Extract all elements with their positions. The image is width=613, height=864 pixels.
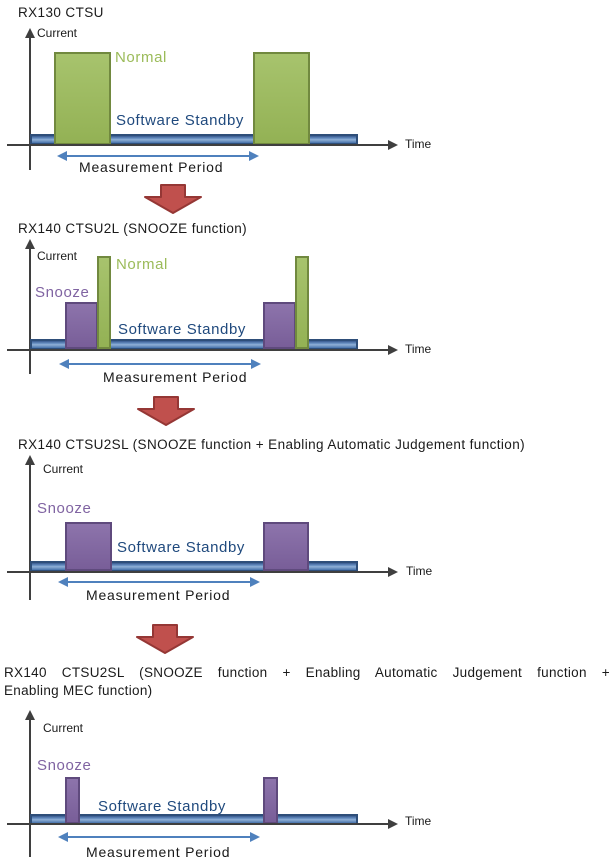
y-axis [29,718,31,857]
snooze-pulse-bar [263,302,296,349]
panel-1-title: RX130 CTSU [18,5,104,20]
snooze-label: Snooze [37,500,92,517]
normal-pulse-bar [295,256,309,349]
y-axis-label: Current [37,26,78,40]
normal-label: Normal [116,256,168,273]
y-axis-label: Current [37,249,78,263]
software-standby-label: Software Standby [117,539,246,556]
panel-2-title: RX140 CTSU2L (SNOOZE function) [18,221,248,236]
down-arrow-icon [144,184,202,214]
x-axis-label: Time [405,137,432,151]
panel-3-title: RX140 CTSU2SL (SNOOZE function + Enablin… [18,437,526,452]
software-standby-label: Software Standby [118,321,247,338]
panel-4-title-line1: RX140 CTSU2SL (SNOOZE function + Enablin… [4,665,610,680]
y-axis-arrowhead-icon [25,239,35,249]
normal-pulse-bar [54,52,111,145]
measurement-period-label: Measurement Period [79,159,224,175]
down-arrow-icon [136,624,194,654]
snooze-pulse-bar [263,777,278,824]
software-standby-label: Software Standby [116,112,245,129]
snooze-label: Snooze [37,757,92,774]
measurement-period-arrow [57,151,259,161]
y-axis-arrowhead-icon [25,455,35,465]
panel-4-title-line2: Enabling MEC function) [4,683,153,698]
measurement-period-label: Measurement Period [86,844,231,860]
x-axis-arrowhead-icon [388,345,398,355]
x-axis [7,144,389,146]
snooze-pulse-bar [65,777,80,824]
snooze-label: Snooze [35,284,90,301]
x-axis [7,571,389,573]
software-standby-label: Software Standby [98,798,227,815]
measurement-period-label: Measurement Period [103,369,248,385]
snooze-pulse-bar [65,302,98,349]
y-axis-label: Current [43,721,84,735]
y-axis [29,463,31,600]
measurement-period-label: Measurement Period [86,587,231,603]
y-axis-arrowhead-icon [25,710,35,720]
x-axis-arrowhead-icon [388,567,398,577]
y-axis [29,247,31,374]
normal-pulse-bar [97,256,111,349]
measurement-period-arrow [58,577,260,587]
x-axis-label: Time [406,564,433,578]
x-axis-label: Time [405,342,432,356]
y-axis [29,36,31,170]
measurement-period-arrow [59,359,261,369]
snooze-pulse-bar [65,522,112,571]
normal-label: Normal [115,49,167,66]
x-axis-arrowhead-icon [388,140,398,150]
measurement-period-arrow [58,832,260,842]
x-axis-arrowhead-icon [388,819,398,829]
y-axis-label: Current [43,462,84,476]
x-axis-label: Time [405,814,432,828]
normal-pulse-bar [253,52,310,145]
down-arrow-icon [137,396,195,426]
x-axis [7,823,389,825]
x-axis [7,349,389,351]
y-axis-arrowhead-icon [25,28,35,38]
snooze-pulse-bar [263,522,309,571]
